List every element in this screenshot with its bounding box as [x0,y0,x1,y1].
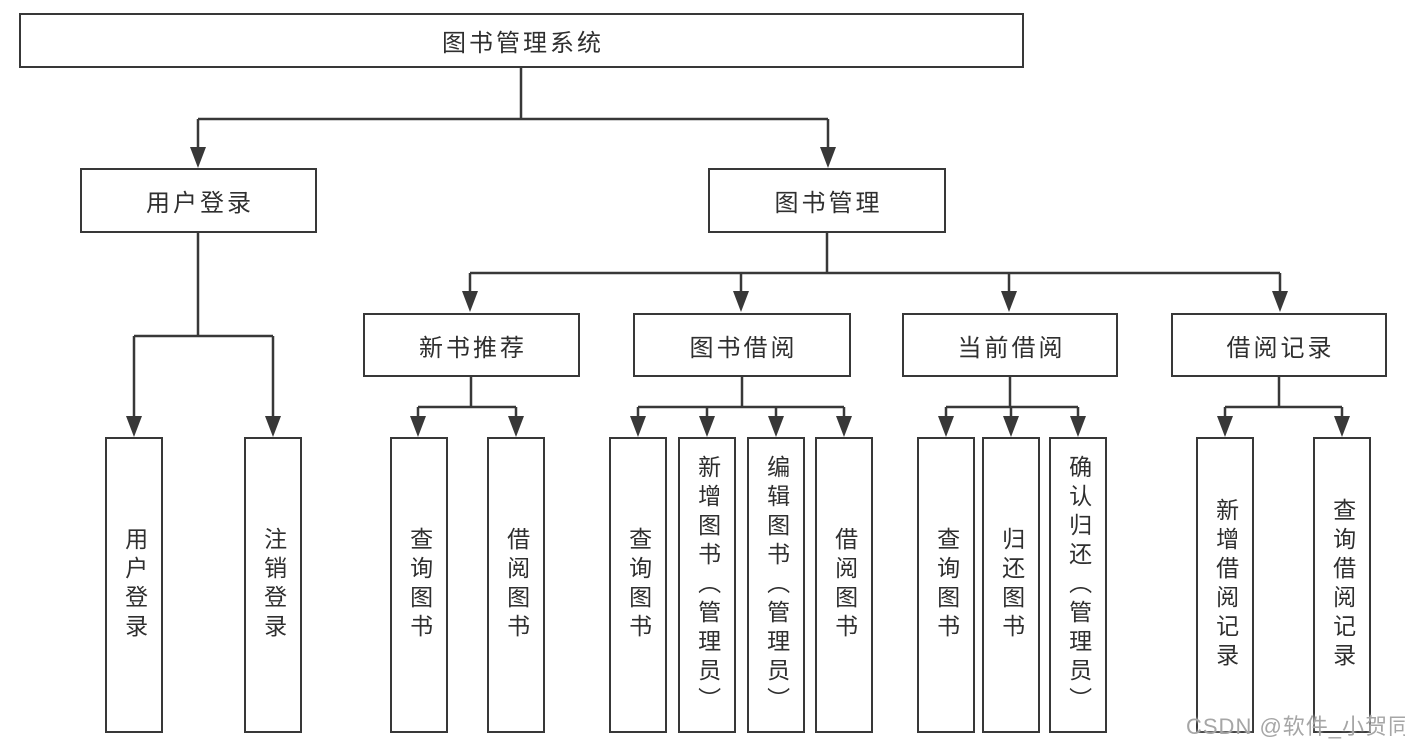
node-query-borrow-record: 查询借阅记录 [1313,437,1371,733]
node-current-borrowing: 当前借阅 [902,313,1118,377]
node-borrow-books-recommend: 借阅图书 [487,437,545,733]
node-user-login: 用户登录 [105,437,163,733]
node-logout: 注销登录 [244,437,302,733]
node-borrow-books-borrowing: 借阅图书 [815,437,873,733]
node-label: 当前借阅 [957,334,1066,362]
node-label: 借阅记录 [1226,334,1335,362]
node-label: 新书推荐 [419,334,527,362]
node-label: 新增借阅记录 [1212,498,1239,672]
node-label: 新增图书（管理员） [694,454,721,716]
node-label: 图书借阅 [689,334,798,362]
node-label: 图书管理 [774,190,883,217]
node-label: 注销登录 [260,527,287,643]
node-query-books-borrowing: 查询图书 [609,437,667,733]
node-book-management-module: 图书管理 [708,168,946,233]
node-label: 查询借阅记录 [1329,498,1356,672]
node-label: 查询图书 [406,527,433,643]
node-label: 图书管理系统 [442,30,604,57]
node-borrowing-records: 借阅记录 [1171,313,1387,377]
node-label: 归还图书 [998,527,1025,643]
node-label: 确认归还（管理员） [1065,454,1092,716]
node-label: 用户登录 [146,190,254,217]
csdn-watermark: CSDN @软件_小贺同学 [1186,714,1405,739]
node-return-books: 归还图书 [982,437,1040,733]
node-user-login-module: 用户登录 [80,168,317,233]
node-label: 借阅图书 [503,527,530,643]
arrowheads [126,147,1350,437]
node-edit-book-admin: 编辑图书（管理员） [747,437,805,733]
node-confirm-return-admin: 确认归还（管理员） [1049,437,1107,733]
node-book-borrowing: 图书借阅 [633,313,851,377]
node-new-book-recommendation: 新书推荐 [363,313,580,377]
node-query-books-current: 查询图书 [917,437,975,733]
node-label: 借阅图书 [831,527,858,643]
node-label: 用户登录 [121,527,148,643]
node-add-borrow-record: 新增借阅记录 [1196,437,1254,733]
node-label: 编辑图书（管理员） [763,454,790,716]
node-label: 查询图书 [933,527,960,643]
node-query-books-recommend: 查询图书 [390,437,448,733]
node-library-system: 图书管理系统 [19,13,1024,68]
node-label: 查询图书 [625,527,652,643]
tree-edges [132,68,1344,421]
node-add-book-admin: 新增图书（管理员） [678,437,736,733]
